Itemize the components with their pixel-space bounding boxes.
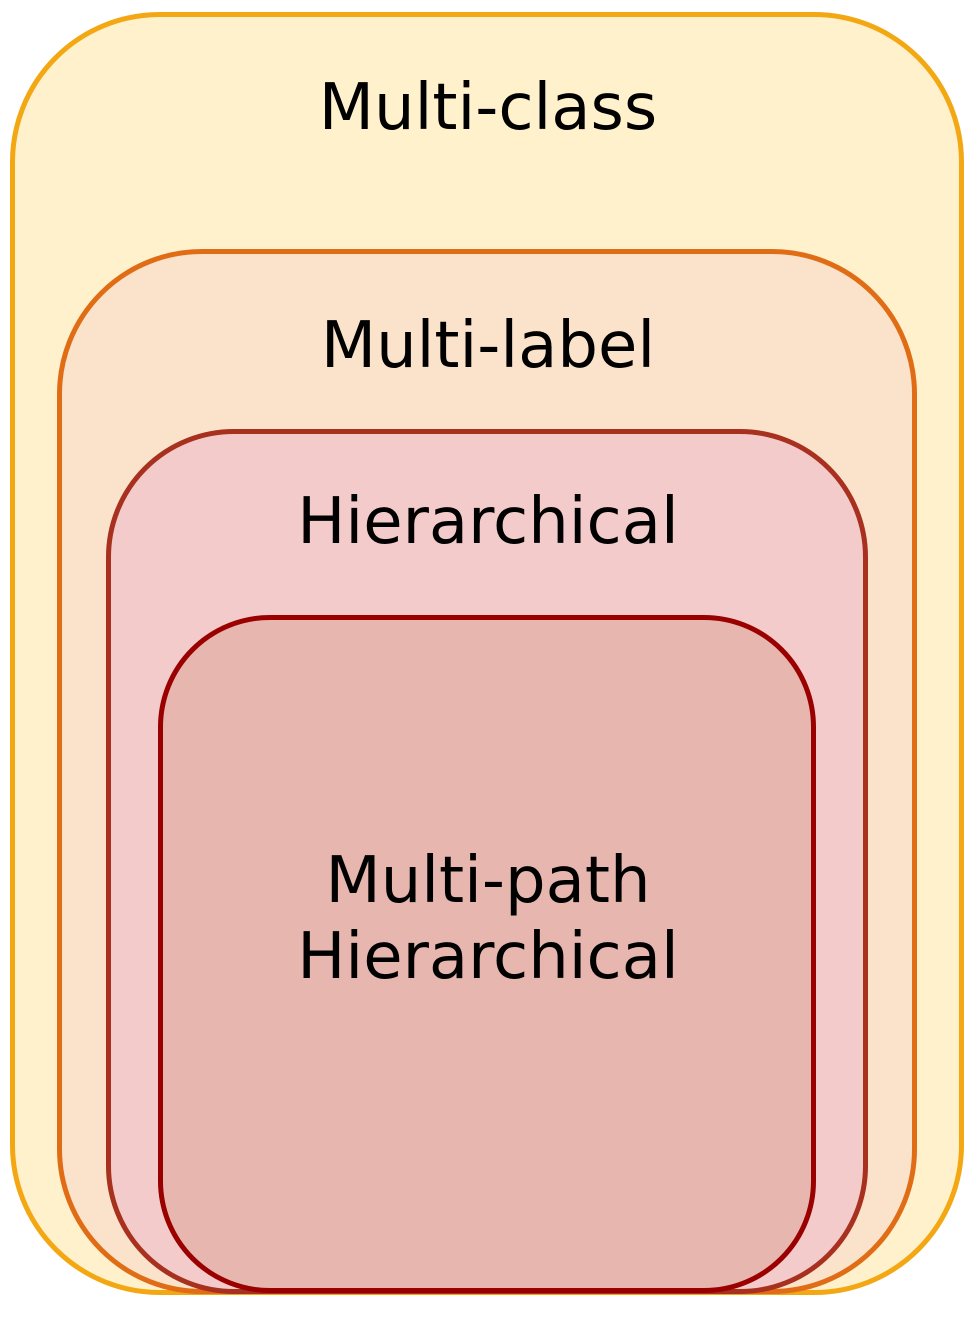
multi-path-hierarchical-set-box <box>158 615 816 1293</box>
hierarchical-label: Hierarchical <box>297 485 679 559</box>
multi-path-hierarchical-label-line2: Hierarchical <box>297 920 679 994</box>
multi-label-label: Multi-label <box>320 309 656 383</box>
multi-path-hierarchical-label: Multi-path Hierarchical <box>0 843 976 995</box>
multi-class-label: Multi-class <box>318 71 658 145</box>
multi-path-hierarchical-label-line1: Multi-path <box>325 844 651 918</box>
